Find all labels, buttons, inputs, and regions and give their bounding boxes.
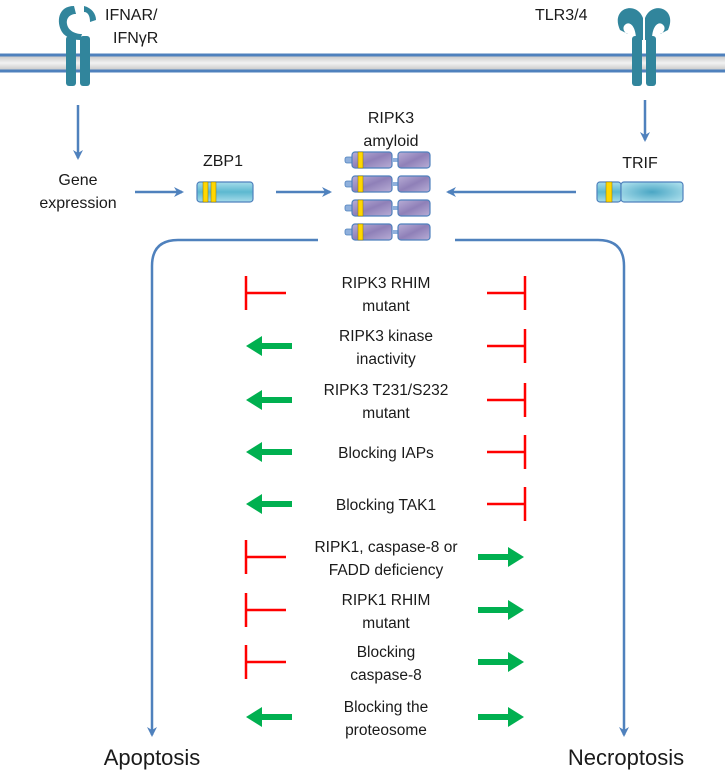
condition-label-line2: FADD deficiency — [329, 562, 444, 579]
apoptosis-inhibit-icon — [244, 593, 286, 627]
condition-label-line1: Blocking TAK1 — [336, 497, 436, 514]
apoptosis-inhibit-icon — [244, 276, 286, 310]
apoptosis-inhibit-icon — [244, 540, 286, 574]
condition-label-line1: RIPK1, caspase-8 or — [314, 539, 457, 556]
gene-expression-label-line1: Gene — [58, 172, 97, 189]
necroptosis-promote-arrow — [478, 600, 524, 620]
condition-label-line1: RIPK3 RHIM — [342, 275, 431, 292]
condition-row: Blocking caspase-8 — [244, 644, 524, 684]
trif-protein-icon — [596, 181, 684, 203]
condition-label-line1: RIPK1 RHIM — [342, 592, 431, 609]
apoptosis-promote-arrow — [246, 494, 292, 514]
necroptosis-inhibit-icon — [487, 487, 527, 521]
condition-label-line2: mutant — [362, 615, 410, 632]
condition-label-line1: Blocking the — [344, 699, 428, 716]
condition-label-line1: Blocking — [357, 644, 416, 661]
ifn-receptor-label-line2: IFNγR — [113, 30, 158, 47]
apoptosis-branch-arrow — [147, 238, 318, 737]
condition-row: Blocking IAPs — [246, 435, 527, 469]
necroptosis-label: Necroptosis — [568, 745, 684, 770]
ripk3-label-line2: amyloid — [363, 133, 418, 150]
necroptosis-inhibit-icon — [487, 435, 527, 469]
condition-row: RIPK1, caspase-8 or FADD deficiency — [244, 539, 524, 579]
ripk3-monomer — [344, 199, 431, 217]
necroptosis-promote-arrow — [478, 707, 524, 727]
necroptosis-branch-arrow — [455, 238, 629, 737]
gene-expression-label-line2: expression — [39, 195, 116, 212]
apoptosis-promote-arrow — [246, 336, 292, 356]
tlr-receptor-icon — [617, 8, 671, 86]
condition-row: Blocking TAK1 — [246, 487, 527, 521]
necroptosis-inhibit-icon — [487, 383, 527, 417]
apoptosis-inhibit-icon — [244, 645, 286, 679]
condition-label-line2: mutant — [362, 298, 410, 315]
ripk3-monomer — [344, 175, 431, 193]
necroptosis-inhibit-icon — [487, 329, 527, 363]
ripk3-monomer — [344, 151, 431, 169]
apoptosis-promote-arrow — [246, 707, 292, 727]
necroptosis-inhibit-icon — [487, 276, 527, 310]
condition-row: RIPK1 RHIM mutant — [244, 592, 524, 632]
ifnar-receptor-icon — [58, 6, 96, 86]
condition-row: RIPK3 kinase inactivity — [246, 328, 527, 368]
necroptosis-promote-arrow — [478, 547, 524, 567]
condition-label-line2: mutant — [362, 405, 410, 422]
apoptosis-promote-arrow — [246, 442, 292, 462]
ripk3-monomer — [344, 223, 431, 241]
condition-label-line1: RIPK3 T231/S232 — [324, 382, 449, 399]
necroptosis-promote-arrow — [478, 652, 524, 672]
ripk3-amyloid-icon — [344, 151, 431, 241]
condition-label-line2: caspase-8 — [350, 667, 422, 684]
zbp1-label: ZBP1 — [203, 153, 243, 170]
condition-label-line2: proteosome — [345, 722, 427, 739]
cell-membrane — [0, 53, 725, 73]
condition-label-line1: Blocking IAPs — [338, 445, 434, 462]
condition-label-line1: RIPK3 kinase — [339, 328, 433, 345]
condition-row: RIPK3 T231/S232 mutant — [246, 382, 527, 422]
condition-row: Blocking the proteosome — [246, 699, 524, 739]
trif-label: TRIF — [622, 155, 658, 172]
condition-label-line2: inactivity — [356, 351, 416, 368]
apoptosis-label: Apoptosis — [104, 745, 201, 770]
apoptosis-promote-arrow — [246, 390, 292, 410]
tlr-receptor-label: TLR3/4 — [535, 7, 588, 24]
zbp1-protein-icon — [196, 181, 254, 203]
condition-row: RIPK3 RHIM mutant — [244, 275, 527, 315]
ripk3-label-line1: RIPK3 — [368, 110, 414, 127]
ifn-receptor-label-line1: IFNAR/ — [105, 7, 158, 24]
